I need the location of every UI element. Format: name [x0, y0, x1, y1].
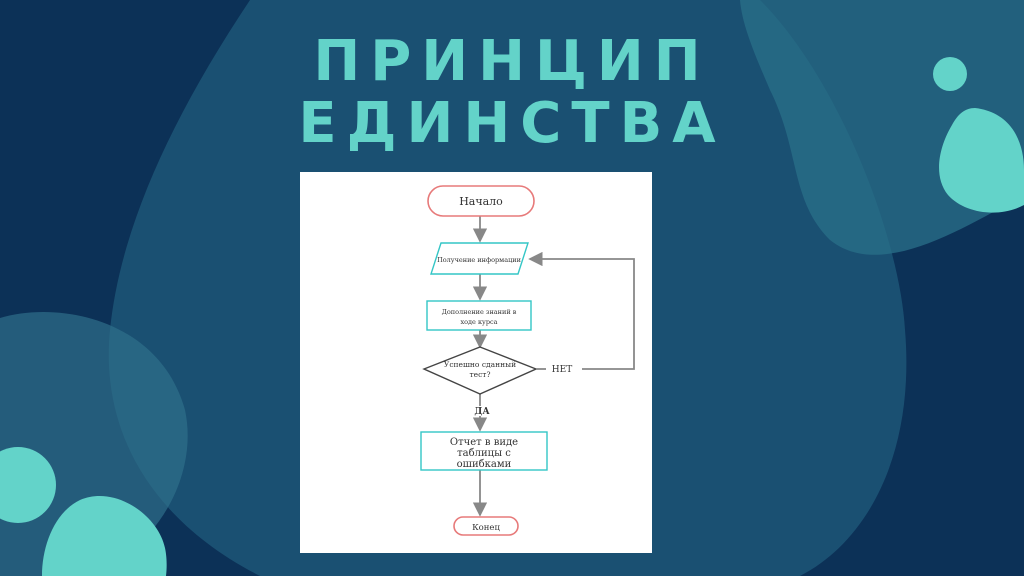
decision-label-line-1: Успешно сданный	[444, 360, 516, 369]
report-label-line-1: Отчет в виде	[450, 437, 518, 448]
flowchart-image: Начало Получение информации Дополнение з…	[300, 172, 652, 553]
blob-left-circle	[0, 447, 56, 523]
input-label: Получение информации	[437, 256, 521, 264]
end-node	[453, 516, 519, 536]
report-label-line-3: ошибками	[457, 459, 512, 470]
report-node	[420, 431, 548, 471]
process-node	[426, 300, 532, 331]
decision-label-line-2: тест?	[470, 370, 491, 379]
small-dot-top-right	[933, 57, 967, 91]
process-label-line-2: ходе курса	[460, 318, 497, 326]
blob-bottom-left	[42, 496, 167, 576]
decision-node	[422, 346, 538, 395]
slide-title-line-1: ПРИНЦИП	[313, 29, 711, 94]
blob-right	[939, 108, 1024, 213]
start-label: Начало	[459, 195, 503, 208]
start-node	[427, 185, 535, 217]
process-label-line-1: Дополнение знаний в	[442, 308, 517, 316]
input-node	[430, 242, 529, 275]
flowchart-diagram: Начало Получение информации Дополнение з…	[420, 185, 635, 536]
left-lobe	[0, 311, 188, 576]
end-label: Конец	[472, 523, 500, 533]
report-label-line-2: таблицы с	[457, 448, 511, 459]
no-label: НЕТ	[552, 365, 572, 375]
arrow-no-loop	[528, 251, 635, 370]
yes-label: ДА	[474, 407, 490, 417]
slide-title-line-2: ЕДИНСТВА	[298, 91, 726, 156]
